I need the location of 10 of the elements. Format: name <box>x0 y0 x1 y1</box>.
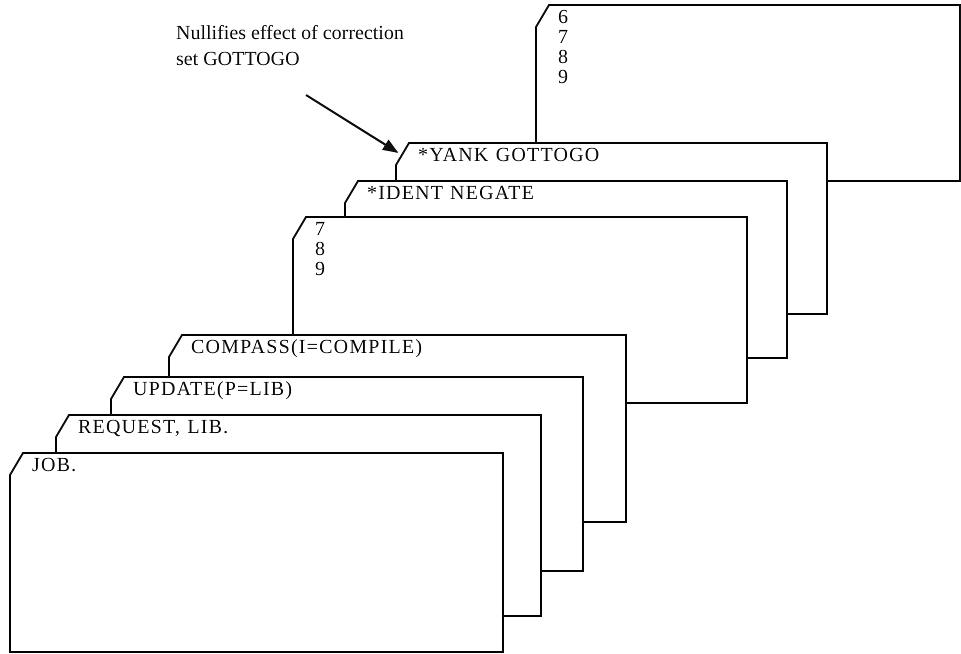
card-text: 7 8 9 <box>315 219 327 279</box>
card-text: COMPASS(I=COMPILE) <box>191 337 424 357</box>
card-text: *YANK GOTTOGO <box>418 145 600 165</box>
card-text: *IDENT NEGATE <box>367 183 535 203</box>
card-text: JOB. <box>32 455 78 475</box>
arrow <box>305 94 398 153</box>
annotation-text: Nullifies effect of correction set GOTTOGO <box>176 21 405 72</box>
card-text: 6 7 8 9 <box>558 7 570 87</box>
card-text: REQUEST, LIB. <box>78 417 230 437</box>
card-text: UPDATE(P=LIB) <box>133 379 294 399</box>
